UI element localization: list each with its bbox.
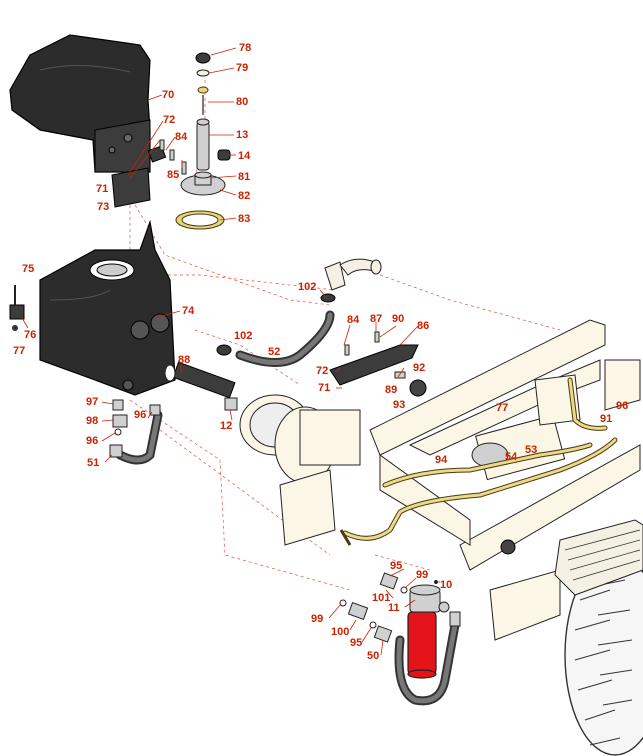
brass-tubes: [342, 377, 618, 541]
hydraulic-tank-top: [9, 34, 151, 173]
callout-90: 90: [392, 313, 404, 325]
callout-72-b: 72: [316, 365, 328, 377]
callout-87: 87: [370, 313, 382, 325]
callout-78: 78: [239, 42, 251, 54]
callout-95-b: 95: [350, 637, 362, 649]
callout-99-b: 99: [311, 613, 323, 625]
callout-98: 98: [86, 415, 98, 427]
callout-70: 70: [162, 89, 174, 101]
callout-74: 74: [182, 305, 195, 317]
fill-tube-parts: [175, 52, 231, 230]
callout-53: 53: [525, 444, 537, 456]
hose-52: [216, 310, 335, 367]
callout-labels: 78 79 70 80 72 84 13 14 85 81 71 82 73 8…: [13, 42, 628, 662]
cover-plate-73: [111, 167, 151, 208]
bracket-86: [329, 331, 427, 397]
callout-79: 79: [236, 62, 248, 74]
callout-92: 92: [413, 362, 425, 374]
chassis-frame: [369, 319, 641, 641]
callout-51: 51: [87, 457, 99, 469]
hydraulic-tank-bottom: [39, 219, 176, 396]
callout-13: 13: [236, 129, 248, 141]
callout-96-c: 96: [616, 400, 628, 412]
callout-97: 97: [86, 396, 98, 408]
callout-75: 75: [22, 263, 34, 275]
leader-lines: [21, 47, 440, 656]
callout-72: 72: [163, 114, 175, 126]
callout-80: 80: [236, 96, 248, 108]
callout-102-a: 102: [298, 281, 316, 293]
bracket-76: [9, 285, 25, 331]
callout-85: 85: [167, 169, 179, 181]
suction-hose-88: [164, 361, 238, 411]
callout-81: 81: [238, 171, 250, 183]
callout-94: 94: [435, 454, 448, 466]
deck-grate: [554, 519, 643, 596]
tube-small: [339, 529, 352, 546]
callout-11: 11: [388, 602, 400, 614]
mounting-bracket-72: [147, 139, 175, 163]
callout-76: 76: [24, 329, 36, 341]
callout-71-b: 71: [318, 382, 330, 394]
callout-50: 50: [367, 650, 379, 662]
callout-96-a: 96: [134, 409, 146, 421]
callout-73: 73: [97, 201, 109, 213]
callout-84: 84: [175, 131, 188, 143]
hydraulic-filter: [394, 584, 461, 706]
callout-101: 101: [372, 592, 390, 604]
callout-89: 89: [385, 384, 397, 396]
callout-84-b: 84: [347, 314, 360, 326]
callout-14: 14: [238, 150, 251, 162]
callout-88: 88: [178, 354, 190, 366]
callout-102-b: 102: [234, 330, 252, 342]
callout-86: 86: [417, 320, 429, 332]
pump-assembly: [239, 394, 361, 546]
callout-77-a: 77: [13, 345, 25, 357]
callout-99-a: 99: [416, 569, 428, 581]
callout-10: 10: [440, 579, 452, 591]
callout-54: 54: [505, 451, 518, 463]
callout-91: 91: [600, 413, 612, 425]
callout-95-a: 95: [390, 560, 402, 572]
fittings-97-98-96: [112, 399, 161, 436]
elbow-fitting: [320, 258, 382, 303]
callout-12: 12: [220, 420, 232, 432]
hose-51: [109, 410, 163, 465]
callout-96-b: 96: [86, 435, 98, 447]
callout-52: 52: [268, 346, 280, 358]
callout-82: 82: [238, 190, 250, 202]
assembly-guide-lines: [129, 80, 561, 591]
callout-83: 83: [238, 213, 250, 225]
fittings-95-99-100-101: [339, 572, 438, 643]
callout-93: 93: [393, 399, 405, 411]
callout-71: 71: [96, 183, 108, 195]
callout-100: 100: [331, 626, 349, 638]
callout-77-b: 77: [496, 402, 508, 414]
